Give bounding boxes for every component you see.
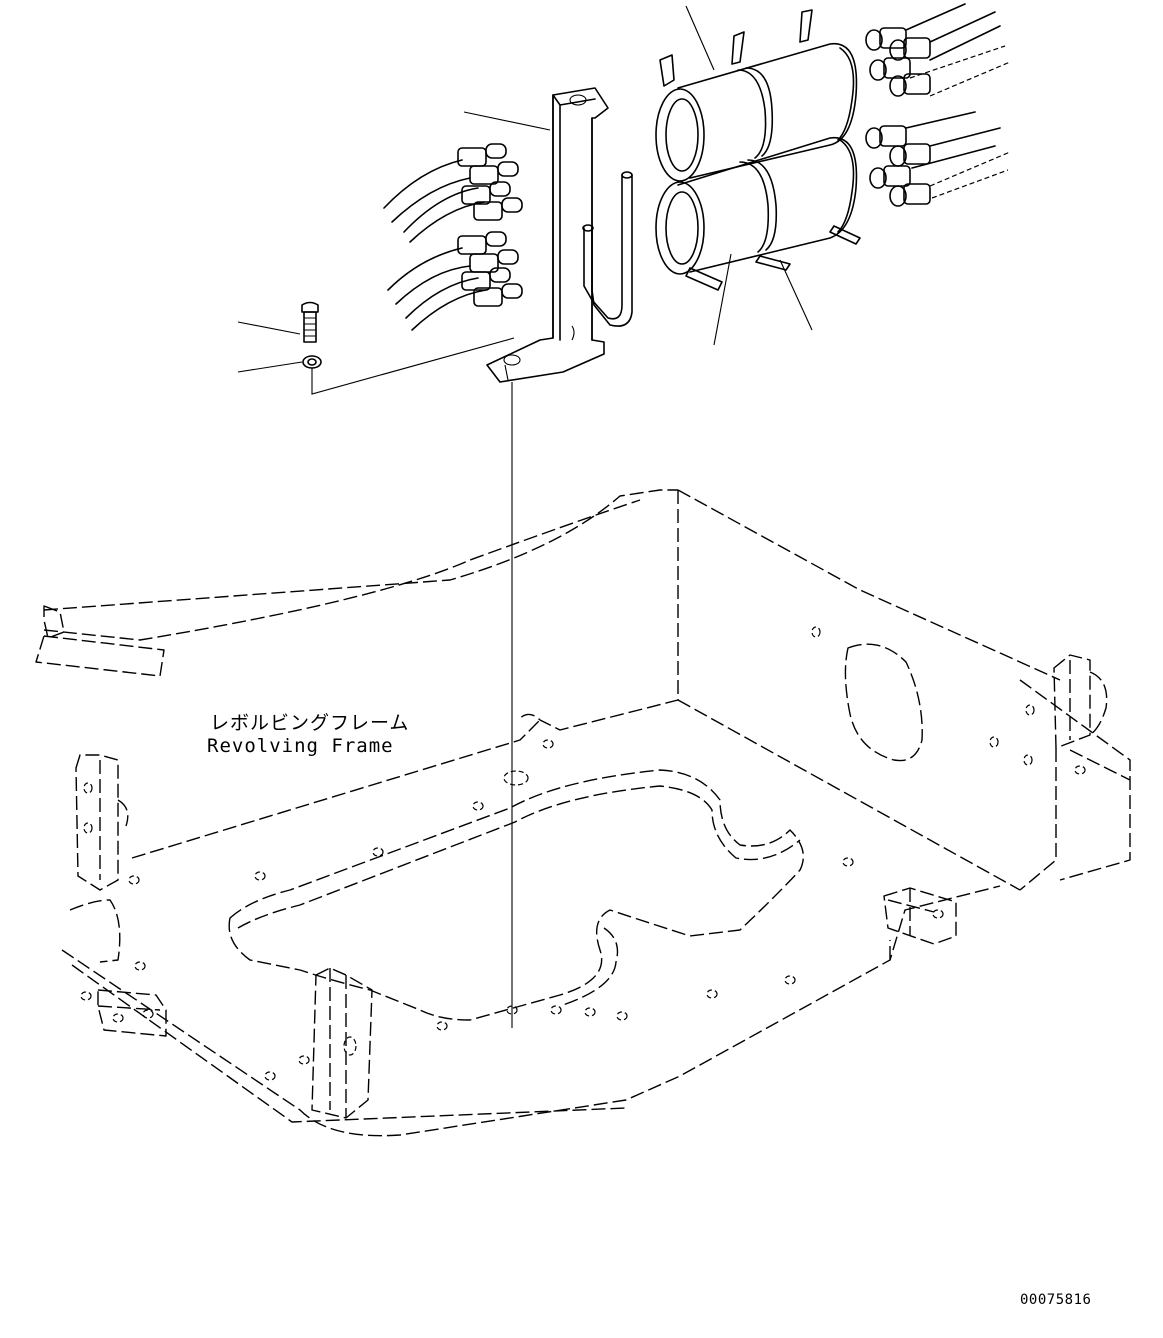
revolving-frame	[35, 489, 1131, 1137]
accumulator-icon	[655, 5, 861, 346]
hose-icon	[383, 111, 551, 331]
pipe-icon	[582, 171, 633, 327]
washer-icon	[237, 337, 515, 395]
bolt-icon	[237, 301, 319, 343]
bracket-icon	[486, 87, 609, 383]
frame-label-english: Revolving Frame	[207, 735, 394, 757]
frame-label-japanese: レボルビングフレーム	[210, 712, 410, 734]
drawing-number: 00075816	[1020, 1292, 1092, 1308]
hose-icon-right	[865, 3, 1011, 207]
